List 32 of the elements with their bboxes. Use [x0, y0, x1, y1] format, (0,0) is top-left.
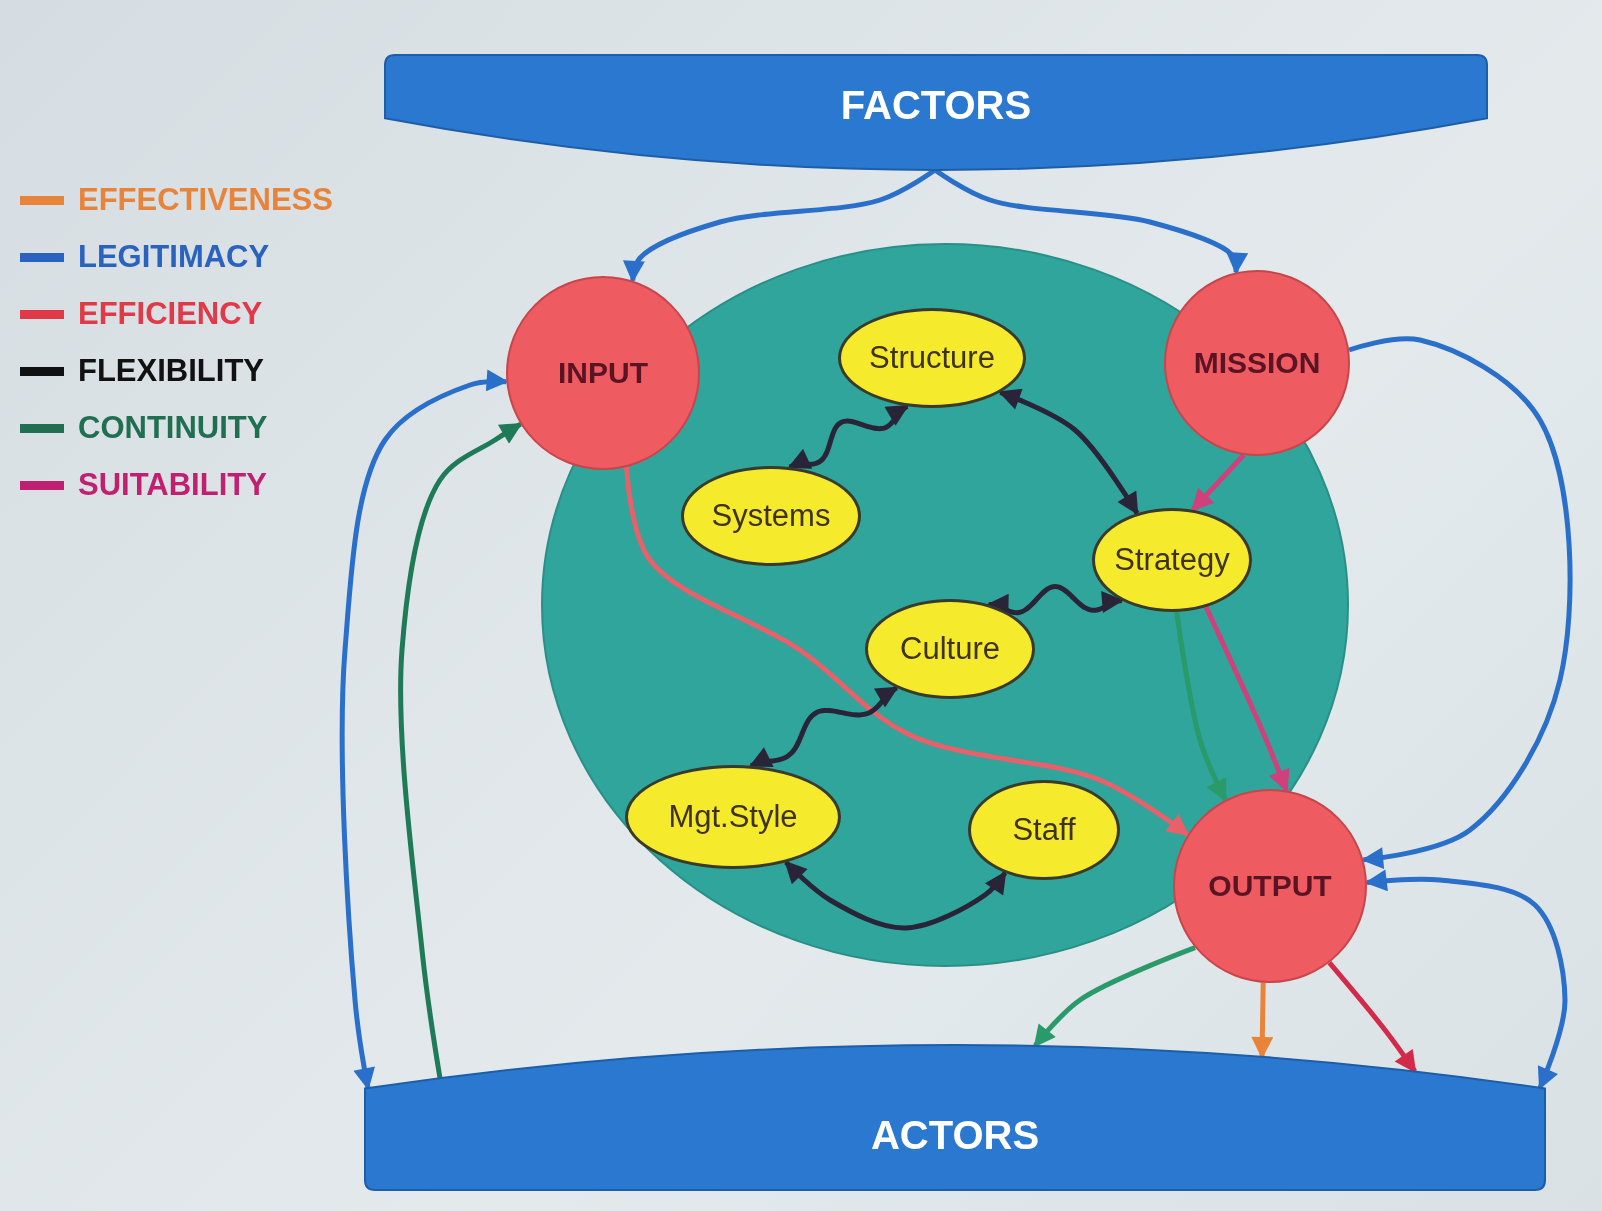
- legend-label: CONTINUITY: [78, 410, 268, 446]
- arrow: [787, 404, 909, 470]
- node-label: Culture: [900, 631, 1000, 667]
- arrow: [1251, 982, 1274, 1059]
- node-label: Staff: [1012, 812, 1076, 848]
- arrow: [1190, 453, 1246, 512]
- arrow: [784, 860, 1008, 931]
- node-label: MISSION: [1193, 346, 1321, 380]
- node-label: Structure: [869, 340, 995, 376]
- arrow: [1203, 606, 1290, 793]
- legend-label: LEGITIMACY: [78, 239, 270, 275]
- node-label: Mgt.Style: [668, 799, 798, 835]
- arrow: [1364, 869, 1568, 1090]
- arrow: [624, 466, 1190, 837]
- arrow: [1033, 945, 1196, 1048]
- node-label: Systems: [711, 498, 831, 534]
- legend-label: EFFECTIVENESS: [78, 182, 333, 218]
- legend-label: EFFICIENCY: [78, 296, 263, 332]
- arrow: [749, 685, 899, 768]
- arrow: [1348, 336, 1573, 869]
- arrow: [1174, 611, 1228, 802]
- arrow: [986, 584, 1124, 616]
- banner-label: FACTORS: [840, 83, 1032, 128]
- arrow: [1327, 961, 1418, 1074]
- banner-label: ACTORS: [870, 1113, 1040, 1158]
- legend-label: FLEXIBILITY: [78, 353, 264, 389]
- arrow: [398, 422, 523, 1079]
- node-label: Strategy: [1114, 542, 1230, 578]
- node-label: OUTPUT: [1208, 869, 1332, 903]
- legend-label: SUITABILITY: [78, 467, 267, 503]
- arrow: [998, 388, 1140, 516]
- node-label: INPUT: [558, 356, 648, 390]
